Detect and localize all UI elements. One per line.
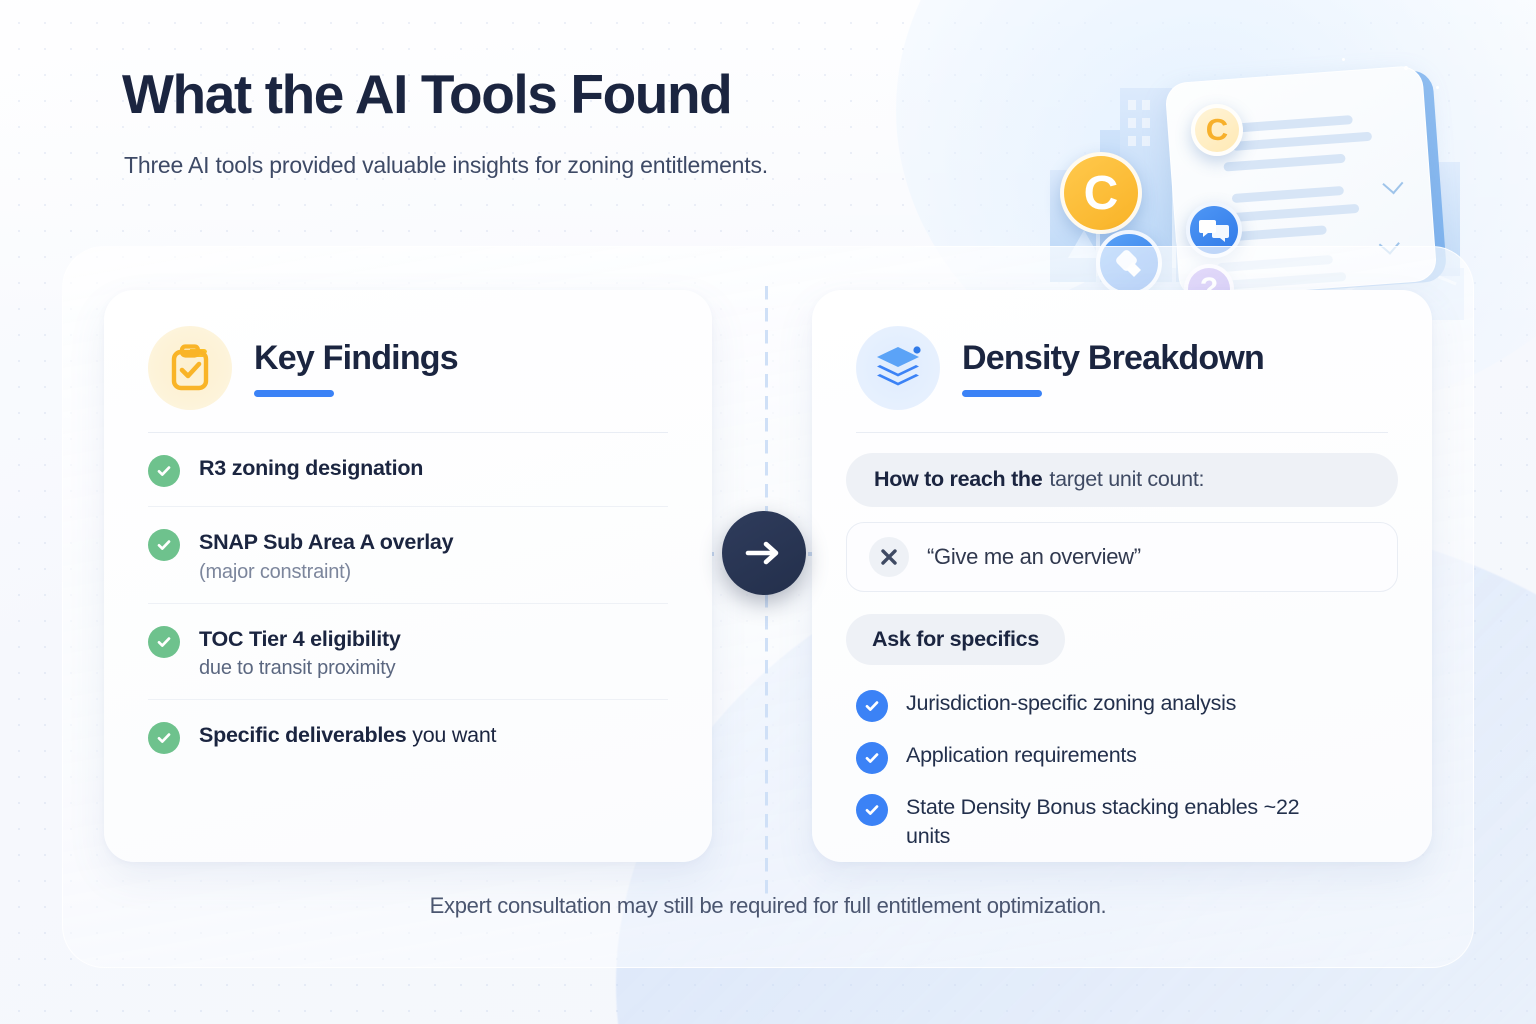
chevron-down-icon bbox=[1382, 173, 1404, 195]
badge-c-small: C bbox=[1191, 104, 1243, 156]
check-circle-icon bbox=[148, 722, 180, 755]
page-title: What the AI Tools Found bbox=[122, 63, 733, 125]
key-finding-bold: SNAP Sub Area A overlay bbox=[199, 530, 454, 554]
ask-specifics-text: State Density Bonus stacking enables ~22… bbox=[906, 794, 1300, 848]
key-finding-text: Specific deliverables you want bbox=[199, 720, 497, 750]
key-finding-text: SNAP Sub Area A overlay (major constraint… bbox=[199, 527, 454, 584]
key-finding-text: TOC Tier 4 eligibility due to transit pro… bbox=[199, 624, 401, 681]
title-accent-bar bbox=[962, 390, 1042, 398]
key-finding-text: R3 zoning designation bbox=[199, 453, 423, 483]
key-finding-item: R3 zoning designation bbox=[148, 433, 668, 507]
flow-arrow-button[interactable] bbox=[722, 511, 806, 595]
target-unit-count-pill: How to reach the target unit count: bbox=[846, 453, 1398, 507]
overview-prompt-text: “Give me an overview” bbox=[927, 543, 1141, 569]
ask-specifics-item: Application requirements bbox=[846, 731, 1398, 783]
arrow-right-icon bbox=[745, 541, 779, 565]
key-finding-sub: due to transit proximity bbox=[199, 657, 396, 680]
badge-c-large-glyph: C bbox=[1083, 166, 1119, 220]
key-finding-rest: you want bbox=[406, 723, 497, 748]
ask-specifics-text: Application requirements bbox=[906, 742, 1137, 767]
key-finding-main: R3 zoning designation bbox=[199, 455, 423, 483]
check-circle-icon bbox=[856, 741, 888, 774]
check-circle-icon bbox=[148, 455, 180, 487]
target-pill-rest: target unit count: bbox=[1049, 467, 1205, 491]
ask-for-specifics-label: Ask for specifics bbox=[872, 626, 1039, 651]
density-breakdown-title-block: Density Breakdown bbox=[962, 338, 1265, 398]
footer-note: Expert consultation may still be require… bbox=[429, 893, 1107, 918]
density-breakdown-header: Density Breakdown bbox=[812, 290, 1432, 410]
key-finding-bold: Specific deliverables bbox=[199, 723, 407, 748]
badge-c-large: C bbox=[1060, 152, 1142, 234]
density-breakdown-body: How to reach the target unit count: “Giv… bbox=[812, 433, 1432, 860]
check-circle-icon bbox=[148, 529, 180, 561]
key-findings-title: Key Findings bbox=[254, 338, 459, 377]
ask-specifics-item: Jurisdiction-specific zoning analysis bbox=[846, 679, 1398, 731]
key-finding-bold: TOC Tier 4 eligibility bbox=[199, 626, 401, 651]
overview-prompt-row[interactable]: “Give me an overview” bbox=[846, 521, 1398, 592]
header-divider bbox=[856, 432, 1388, 433]
key-finding-item: Specific deliverables you want bbox=[148, 700, 668, 773]
key-findings-title-block: Key Findings bbox=[254, 338, 459, 398]
sparkle-icon bbox=[1342, 58, 1345, 61]
sparkle-icon bbox=[1436, 86, 1439, 89]
sparkle-icon bbox=[1404, 66, 1408, 70]
key-finding-main: Specific deliverables you want bbox=[199, 722, 497, 750]
key-finding-item: TOC Tier 4 eligibility due to transit pro… bbox=[148, 604, 668, 701]
key-findings-header: Key Findings bbox=[104, 290, 712, 410]
ask-for-specifics-pill: Ask for specifics bbox=[846, 613, 1065, 665]
key-finding-bold: R3 zoning designation bbox=[199, 456, 424, 480]
layers-stack-icon bbox=[856, 326, 940, 410]
clipboard-check-icon bbox=[148, 326, 232, 410]
key-finding-main: TOC Tier 4 eligibility bbox=[199, 626, 401, 654]
title-accent-bar bbox=[254, 390, 334, 398]
key-finding-main: SNAP Sub Area A overlay bbox=[199, 529, 454, 557]
target-pill-bold: How to reach the bbox=[874, 467, 1043, 491]
header-divider bbox=[148, 432, 668, 433]
key-finding-item: SNAP Sub Area A overlay (major constraint… bbox=[148, 507, 668, 604]
check-circle-icon bbox=[856, 689, 888, 722]
density-breakdown-title: Density Breakdown bbox=[962, 338, 1265, 377]
check-circle-icon bbox=[856, 793, 888, 826]
badge-c-small-glyph: C bbox=[1205, 112, 1229, 147]
check-circle-icon bbox=[148, 625, 180, 658]
x-icon bbox=[869, 536, 909, 577]
ask-specifics-item: State Density Bonus stacking enables ~22… bbox=[846, 783, 1398, 860]
page-subtitle: Three AI tools provided valuable insight… bbox=[124, 152, 768, 178]
key-finding-sub: (major constraint) bbox=[199, 560, 351, 583]
chat-bubbles-icon bbox=[1199, 220, 1229, 242]
density-breakdown-card: Density Breakdown How to reach the targe… bbox=[812, 290, 1432, 862]
ask-specifics-text: Jurisdiction-specific zoning analysis bbox=[906, 690, 1237, 715]
